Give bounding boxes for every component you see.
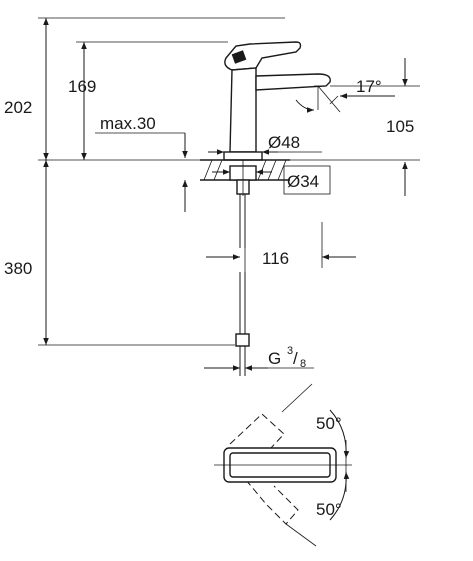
label-380: 380 (4, 259, 32, 278)
faucet-spout (255, 73, 331, 91)
faucet-column (229, 67, 257, 153)
label-d34: Ø34 (287, 172, 319, 191)
label-17deg: 17° (356, 77, 382, 96)
angle-50-ray-up (281, 383, 313, 413)
angle-17-leader-tail (329, 95, 339, 105)
lever-ghost-down (245, 479, 299, 525)
angle-50-ray-down (285, 523, 317, 547)
label-169: 169 (68, 77, 96, 96)
hose-fitting (235, 333, 250, 347)
flex-hose (235, 194, 250, 376)
label-thread-slash: / (293, 349, 298, 368)
lever-mark (231, 50, 247, 64)
label-d48: Ø48 (268, 133, 300, 152)
faucet-base (223, 151, 263, 161)
label-max30: max.30 (100, 114, 156, 133)
label-105: 105 (386, 117, 414, 136)
label-202: 202 (4, 98, 32, 117)
top-view-lever: 50° 50° (214, 383, 352, 547)
label-thread-num: 3 (287, 345, 293, 357)
angle-17-ray (317, 85, 341, 113)
label-50deg-up: 50° (316, 414, 342, 433)
label-thread-g: G (268, 349, 281, 368)
label-thread-den: 8 (300, 358, 306, 370)
label-116: 116 (262, 249, 289, 268)
dim-34-box (283, 165, 331, 195)
mounting-assembly (200, 159, 290, 196)
faucet-lever (224, 41, 302, 71)
faucet-body (223, 41, 331, 161)
label-50deg-down: 50° (316, 500, 342, 519)
angle-17-arc (295, 99, 315, 113)
